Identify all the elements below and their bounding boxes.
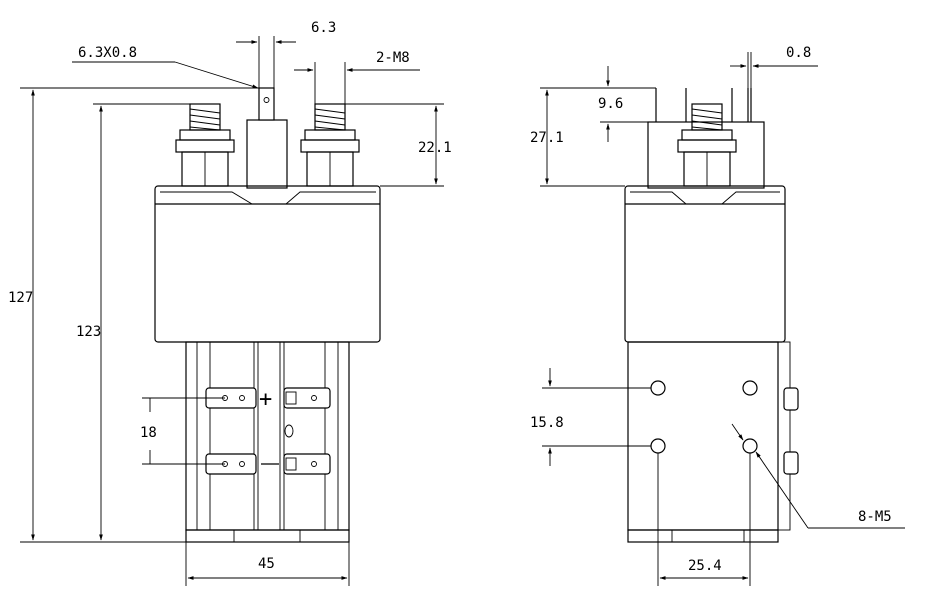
front-view: + 127 123 18 45	[8, 20, 452, 586]
side-pins	[655, 88, 752, 122]
side-terminal-housing	[647, 121, 765, 189]
front-quick-connect-tab	[258, 87, 275, 121]
dim-m5-lower-arrow	[755, 451, 809, 529]
leader-6.3x0.8-arrow	[174, 61, 259, 89]
dim-0.8-label: 0.8	[786, 45, 811, 61]
dim-6.3x0.8-label: 6.3X0.8	[78, 45, 137, 61]
mount-hole-icon	[650, 380, 666, 396]
side-bracket-tab-upper	[783, 387, 799, 411]
mount-hole-icon	[650, 438, 666, 454]
dim-25.4-label: 25.4	[688, 558, 722, 574]
front-cover-detail	[160, 191, 376, 205]
dim-22.1-label: 22.1	[418, 140, 452, 156]
front-bottom-foot	[233, 529, 301, 543]
coil-center-mark	[284, 424, 294, 438]
side-bracket-tab-lower	[783, 451, 799, 475]
front-tab-housing	[246, 119, 288, 189]
dim-123-label: 123	[76, 324, 101, 340]
dim-127-label: 127	[8, 290, 33, 306]
front-bottom-plate	[185, 529, 350, 543]
dim-27.1-label: 27.1	[530, 130, 564, 146]
dim-2-m8-label: 2-M8	[376, 50, 410, 66]
front-body-top-block	[154, 185, 381, 343]
side-lower-housing	[627, 341, 779, 531]
side-cover-detail	[630, 191, 780, 205]
side-view: 0.8 27.1 9.6 15.8 25.4 8-M5	[530, 45, 905, 586]
front-right-stud	[300, 103, 360, 187]
dim-9.6-label: 9.6	[598, 96, 623, 112]
front-coil-terminal-plus: +	[205, 387, 331, 412]
side-body-top-block	[624, 185, 786, 343]
dim-15.8-label: 15.8	[530, 415, 564, 431]
dim-8-m5-label: 8-M5	[858, 509, 892, 525]
side-stud	[677, 103, 737, 187]
side-bottom-foot	[671, 529, 745, 543]
side-bottom-plate	[627, 529, 779, 543]
mount-hole-icon	[742, 438, 758, 454]
plus-symbol: +	[259, 387, 272, 412]
front-left-stud	[175, 103, 235, 187]
dim-6.3-label: 6.3	[311, 20, 336, 36]
tab-hole-icon	[263, 97, 270, 103]
side-mount-bracket	[777, 341, 791, 531]
dim-45-label: 45	[258, 556, 275, 572]
front-coil-terminal-minus	[205, 453, 331, 475]
mount-hole-icon	[742, 380, 758, 396]
dim-m5-upper-arrow	[731, 423, 744, 441]
dim-18-label: 18	[140, 425, 157, 441]
front-housing-ribs	[196, 342, 339, 530]
